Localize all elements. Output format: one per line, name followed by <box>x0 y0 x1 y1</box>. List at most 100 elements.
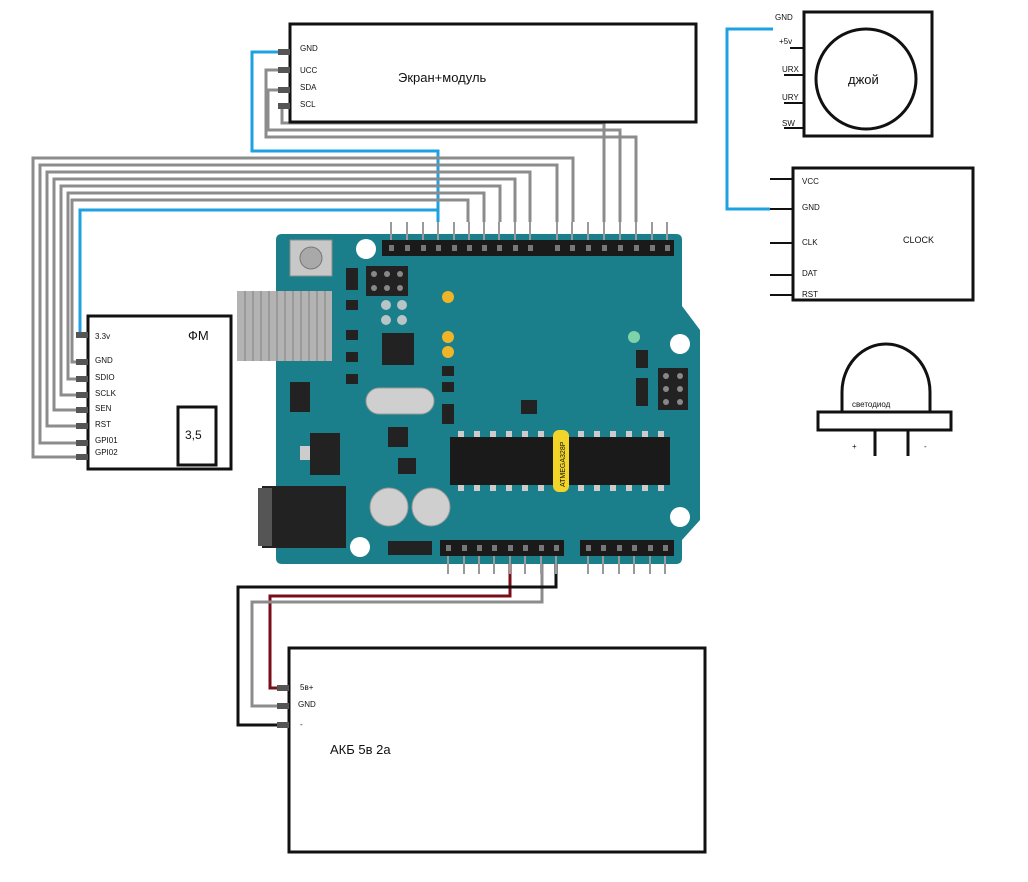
fm-module: ФМ 3,5 3.3v GND SDIO SCLK SEN RST GPI01 … <box>76 314 233 471</box>
led-base <box>816 410 953 432</box>
display-title: Экран+модуль <box>398 70 487 85</box>
electrolytic-capacitor <box>369 487 409 527</box>
clock-pin: VCC <box>770 177 819 186</box>
clock-pin: CLK <box>770 238 818 247</box>
battery-pin: GND <box>277 700 316 709</box>
fm-pin-label: GPI01 <box>95 436 118 445</box>
joystick-knob <box>814 27 918 131</box>
led-component: светодиод + - <box>816 342 953 456</box>
joystick-pin: URY <box>782 93 804 104</box>
wire-joystick-gnd <box>725 27 773 211</box>
display-pin: GND <box>278 44 318 55</box>
battery-pin: - <box>277 720 303 729</box>
mounting-hole <box>670 507 690 527</box>
clock-title: CLOCK <box>903 235 934 245</box>
display-pin: SCL <box>278 100 316 109</box>
display-pin: UCC <box>278 66 318 75</box>
display-pin: SDA <box>278 83 317 93</box>
chip-label-band <box>553 430 569 492</box>
fm-pin: GPI01 <box>76 436 118 446</box>
led-plus-label: + <box>852 442 857 451</box>
battery-pin: 5в+ <box>277 683 314 692</box>
clock-pin: GND <box>770 203 820 212</box>
wire-display-gnd <box>250 50 440 222</box>
wire-battery-5v <box>268 560 512 690</box>
diode-block <box>388 541 432 555</box>
smd-component <box>442 366 454 376</box>
fm-pin: SCLK <box>76 389 117 398</box>
battery-title: АКБ 5в 2а <box>330 742 391 757</box>
fm-pin-label: GND <box>95 356 113 365</box>
board-led-yellow <box>442 331 454 343</box>
fm-pin-label: SEN <box>95 404 112 413</box>
wire-fm-sclk <box>59 184 502 397</box>
smd-component <box>346 268 358 290</box>
mounting-hole <box>670 334 690 354</box>
fm-pin-label: SCLK <box>95 389 117 398</box>
wire-fm-gpio2 <box>31 156 575 459</box>
clock-pin-label: RST <box>802 290 818 299</box>
joystick-pin-label: URX <box>782 65 800 74</box>
voltage-regulator <box>310 433 340 475</box>
wire-fm-gnd <box>70 198 470 364</box>
battery-pin-label: - <box>300 720 303 729</box>
fm-pin: GND <box>76 356 113 365</box>
joystick-pin-label: URY <box>782 93 799 102</box>
battery-module: АКБ 5в 2а 5в+ GND - <box>277 646 707 854</box>
clock-pin-label: GND <box>802 203 820 212</box>
wire-battery-minus <box>236 560 558 727</box>
joystick-pin: +5v <box>779 37 804 49</box>
fm-pin: RST <box>76 420 111 429</box>
capacitor-block <box>636 378 648 406</box>
smd-component <box>442 404 454 424</box>
board-led-green <box>628 331 640 343</box>
usb-chip <box>382 333 414 365</box>
display-pin-label: SCL <box>300 100 316 109</box>
joystick-pin-label: +5v <box>779 37 792 46</box>
display-module: Экран+модуль GND UCC SDA SCL <box>278 22 698 124</box>
joystick-pin: SW <box>782 119 804 129</box>
regulator-chip <box>388 427 408 447</box>
fm-pin: 3.3v <box>76 332 110 341</box>
led-title: светодиод <box>852 400 891 409</box>
fm-pin-label: 3.3v <box>95 332 110 341</box>
smd-component <box>346 352 358 362</box>
mounting-hole <box>356 239 376 259</box>
clock-pin: DAT <box>770 269 818 278</box>
wire-fm-sdio <box>66 191 486 381</box>
icsp-header <box>366 266 408 296</box>
chip-label: ATMEGA328P <box>560 441 567 487</box>
wire-display-sda <box>266 88 622 222</box>
fm-pin-label: GPI02 <box>95 448 118 457</box>
wire-display-ucc <box>264 68 638 222</box>
clock-module: CLOCK VCC GND CLK DAT RST <box>770 166 975 302</box>
smd-component <box>346 330 358 340</box>
fm-pin: SDIO <box>76 373 115 382</box>
electrolytic-capacitor <box>411 487 451 527</box>
smd-component <box>636 350 648 368</box>
audio-jack <box>176 405 218 467</box>
smd-component <box>346 374 358 384</box>
icsp-header <box>658 368 688 410</box>
led-minus-label: - <box>924 442 927 451</box>
joystick-pin-label: GND <box>775 13 793 22</box>
reset-button-cap <box>299 246 323 270</box>
display-pin-label: SDA <box>300 83 317 92</box>
clock-pin-label: DAT <box>802 269 818 278</box>
smd-component <box>442 382 454 392</box>
mounting-hole <box>350 537 370 557</box>
wire-fm-gpio1 <box>38 163 559 445</box>
fm-pin-label: RST <box>95 420 111 429</box>
clock-pin-label: VCC <box>802 177 819 186</box>
display-pin-label: UCC <box>300 66 318 75</box>
power-jack <box>262 486 346 548</box>
fm-pin-label: SDIO <box>95 373 115 382</box>
crystal-oscillator <box>365 387 435 415</box>
fm-pin: SEN <box>76 404 112 413</box>
power-jack-lip <box>258 488 272 546</box>
joystick-title: джой <box>848 72 879 87</box>
board-led-yellow <box>442 291 454 303</box>
audio-jack-label: 3,5 <box>185 428 202 442</box>
transistor-chip <box>398 458 416 474</box>
